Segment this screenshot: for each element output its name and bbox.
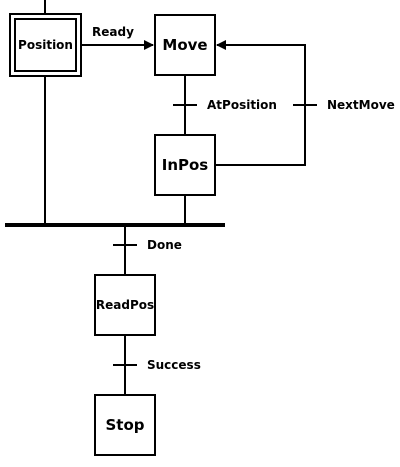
step-move-label: Move	[162, 36, 207, 54]
step-readpos-label: ReadPos	[96, 298, 154, 312]
step-readpos: ReadPos	[94, 274, 156, 336]
step-inpos-label: InPos	[162, 156, 209, 174]
step-move: Move	[154, 14, 216, 76]
transition-label-atposition: AtPosition	[207, 98, 277, 112]
transition-label-success: Success	[147, 358, 201, 372]
step-inpos: InPos	[154, 134, 216, 196]
step-stop: Stop	[94, 394, 156, 456]
step-position-label: Position	[18, 38, 73, 52]
transition-label-ready: Ready	[92, 25, 134, 39]
step-position: Position	[9, 13, 82, 77]
step-stop-label: Stop	[105, 416, 144, 434]
transition-label-done: Done	[147, 238, 182, 252]
transition-label-nextmove: NextMove	[327, 98, 395, 112]
